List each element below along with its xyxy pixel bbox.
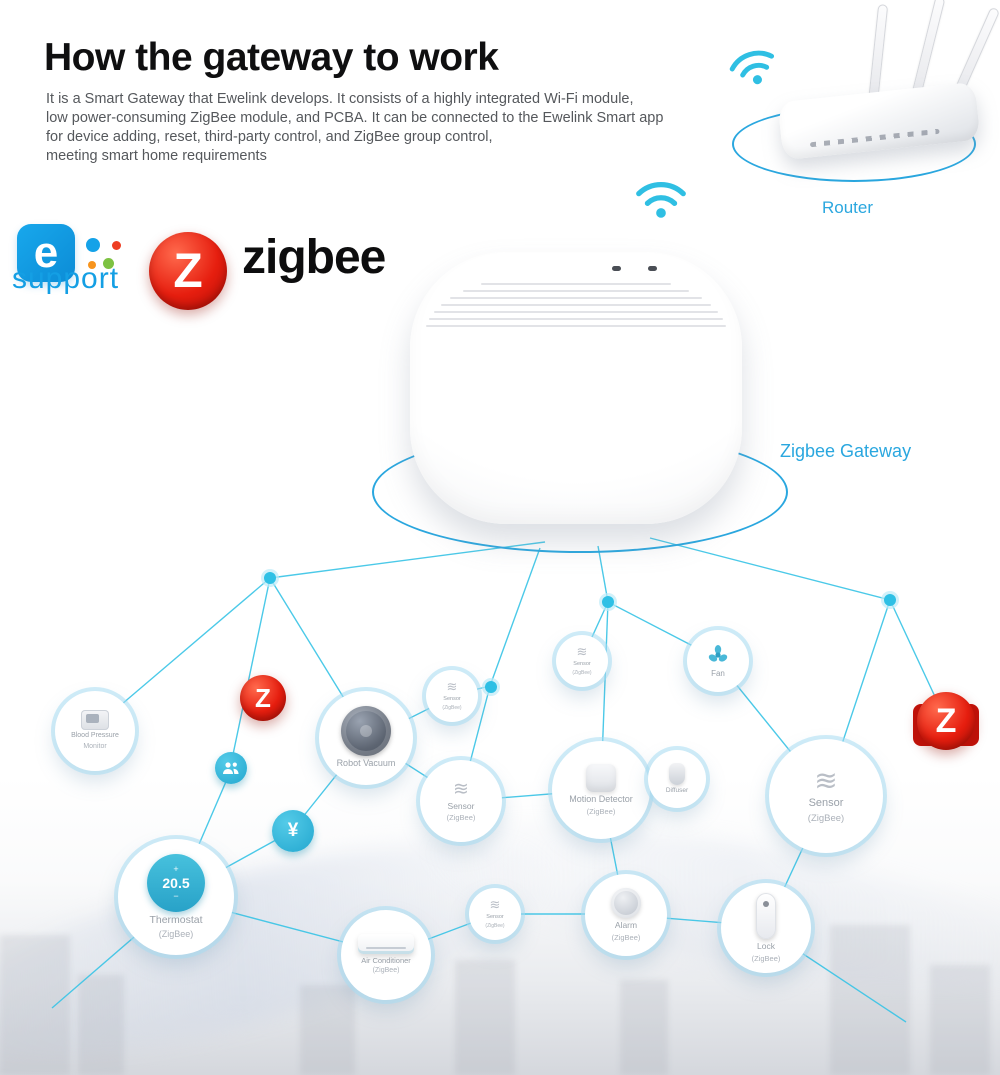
yen-icon: ¥ — [287, 820, 299, 841]
description-line: low power-consuming ZigBee module, and P… — [46, 110, 664, 126]
background-building — [830, 925, 910, 1075]
zigbee-badge-icon: Z — [917, 692, 975, 750]
router-illustration — [718, 0, 1000, 220]
node-thermostat: + 20.5 − Thermostat (ZigBee) — [118, 839, 234, 955]
diffuser-icon — [669, 762, 685, 785]
sensor-wave-icon: ≋ — [453, 777, 469, 800]
support-text: support — [12, 262, 120, 295]
ewelink-dot-icon — [88, 261, 96, 269]
thermostat-value: 20.5 — [162, 875, 190, 892]
node-blood-pressure-monitor: Blood Pressure Monitor — [55, 691, 135, 771]
node-air-conditioner: Air Conditioner (ZigBee) — [341, 910, 431, 1000]
background-building — [455, 960, 515, 1075]
air-conditioner-icon — [358, 934, 414, 955]
wifi-icon — [729, 50, 775, 85]
people-icon — [223, 762, 239, 774]
zigbee-wordmark: zigbee — [242, 231, 386, 284]
blood-pressure-monitor-icon — [81, 710, 109, 731]
zigbee-logo-icon: Z — [149, 232, 227, 310]
ewelink-logo-icon: e — [17, 224, 75, 282]
robot-vacuum-icon — [341, 706, 391, 757]
node-alarm: Alarm (ZigBee) — [585, 874, 667, 956]
ewelink-dot-icon — [86, 238, 100, 252]
background-building — [300, 985, 355, 1075]
description-line: meeting smart home requirements — [46, 148, 267, 164]
background-building — [78, 975, 124, 1075]
node-sensor-mid: ≋ Sensor (ZigBee) — [420, 760, 502, 842]
description-line: for device adding, reset, third-party co… — [46, 129, 493, 145]
node-sensor-small-a: ≋ Sensor (ZigBee) — [426, 670, 478, 722]
gateway-label: Zigbee Gateway — [780, 441, 912, 461]
node-motion-detector: Motion Detector (ZigBee) — [552, 741, 650, 839]
gateway-grooves — [410, 283, 742, 327]
network-node-dot — [485, 681, 497, 693]
minus-icon: − — [173, 891, 179, 902]
sensor-wave-icon: ≋ — [576, 645, 588, 661]
zigbee-gateway-device — [410, 252, 742, 524]
router-led-lights — [809, 128, 940, 148]
description: It is a Smart Gateway that Ewelink devel… — [46, 90, 663, 166]
network-node-dot — [884, 594, 896, 606]
page-title: How the gateway to work — [44, 36, 499, 79]
gateway-button-icon — [648, 266, 657, 271]
background-building — [620, 980, 668, 1075]
description-line: It is a Smart Gateway that Ewelink devel… — [46, 91, 634, 107]
currency-badge-icon: ¥ — [272, 810, 314, 852]
ewelink-dot-icon — [103, 258, 114, 269]
network-node-dot — [602, 596, 614, 608]
node-fan: Fan — [687, 630, 749, 692]
sensor-wave-icon: ≋ — [489, 898, 501, 914]
wifi-icon — [636, 182, 686, 218]
background-building — [930, 965, 990, 1075]
router-label: Router — [822, 198, 874, 217]
ewelink-dot-icon — [112, 241, 121, 250]
plus-icon: + — [173, 864, 179, 875]
node-sensor-right: ≋ Sensor (ZigBee) — [769, 739, 883, 853]
sensor-wave-icon: ≋ — [446, 680, 458, 696]
node-diffuser: Diffuser — [648, 750, 706, 808]
alarm-icon — [611, 888, 641, 919]
gateway-button-icon — [612, 266, 621, 271]
network-node-dot — [264, 572, 276, 584]
background-building — [0, 935, 70, 1075]
sensor-wave-icon: ≋ — [814, 764, 838, 798]
zigbee-badge-icon: Z — [240, 675, 286, 721]
fan-icon — [708, 645, 728, 662]
node-sensor-small-c: ≋ Sensor (ZigBee) — [469, 888, 521, 940]
node-robot-vacuum: Robot Vacuum — [319, 691, 413, 785]
motion-detector-icon — [586, 763, 616, 792]
node-lock: Lock (ZigBee) — [721, 883, 811, 973]
router-antenna-icon — [868, 4, 889, 103]
node-sensor-small-b: ≋ Sensor (ZigBee) — [556, 635, 608, 687]
thermostat-display: + 20.5 − — [147, 854, 205, 913]
users-badge-icon — [215, 752, 247, 784]
lock-icon — [756, 893, 776, 940]
